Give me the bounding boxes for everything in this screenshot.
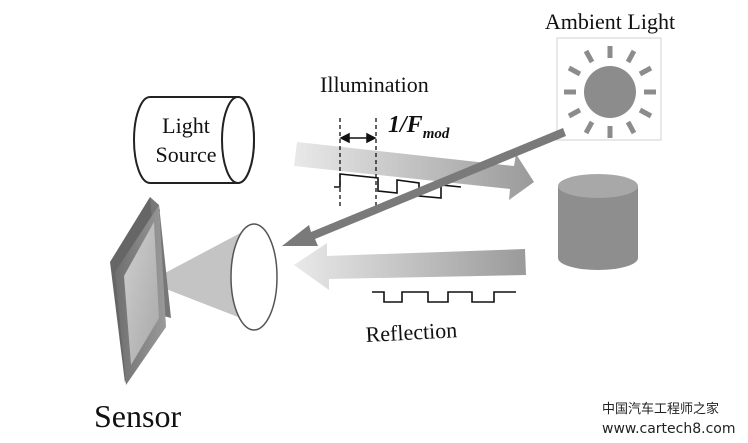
period-label: 1/Fmod xyxy=(388,112,450,142)
period-markers xyxy=(339,118,377,207)
ambient-light-box xyxy=(556,37,662,141)
reflection-beam xyxy=(294,243,526,290)
light-source-label-line2: Source xyxy=(155,142,216,167)
light-source xyxy=(133,96,255,184)
target-object xyxy=(558,174,638,270)
sun-icon xyxy=(584,66,636,118)
lens xyxy=(230,223,278,331)
light-source-label-line1: Light xyxy=(162,113,210,138)
illumination-beam xyxy=(294,142,534,200)
watermark-line2: www.cartech8.com xyxy=(602,421,735,437)
reflection-label: Reflection xyxy=(365,317,458,347)
sensor-label: Sensor xyxy=(94,398,181,434)
watermark-line1: 中国汽车工程师之家 xyxy=(602,401,719,417)
period-double-arrow xyxy=(339,132,377,144)
sensor xyxy=(110,197,171,385)
reflection-waveform xyxy=(372,291,516,303)
ambient-light-arrow xyxy=(282,128,566,246)
illumination-label: Illumination xyxy=(320,72,429,97)
sun-rays xyxy=(564,46,656,138)
ambient-light-label: Ambient Light xyxy=(545,9,675,34)
light-cone xyxy=(148,230,256,324)
